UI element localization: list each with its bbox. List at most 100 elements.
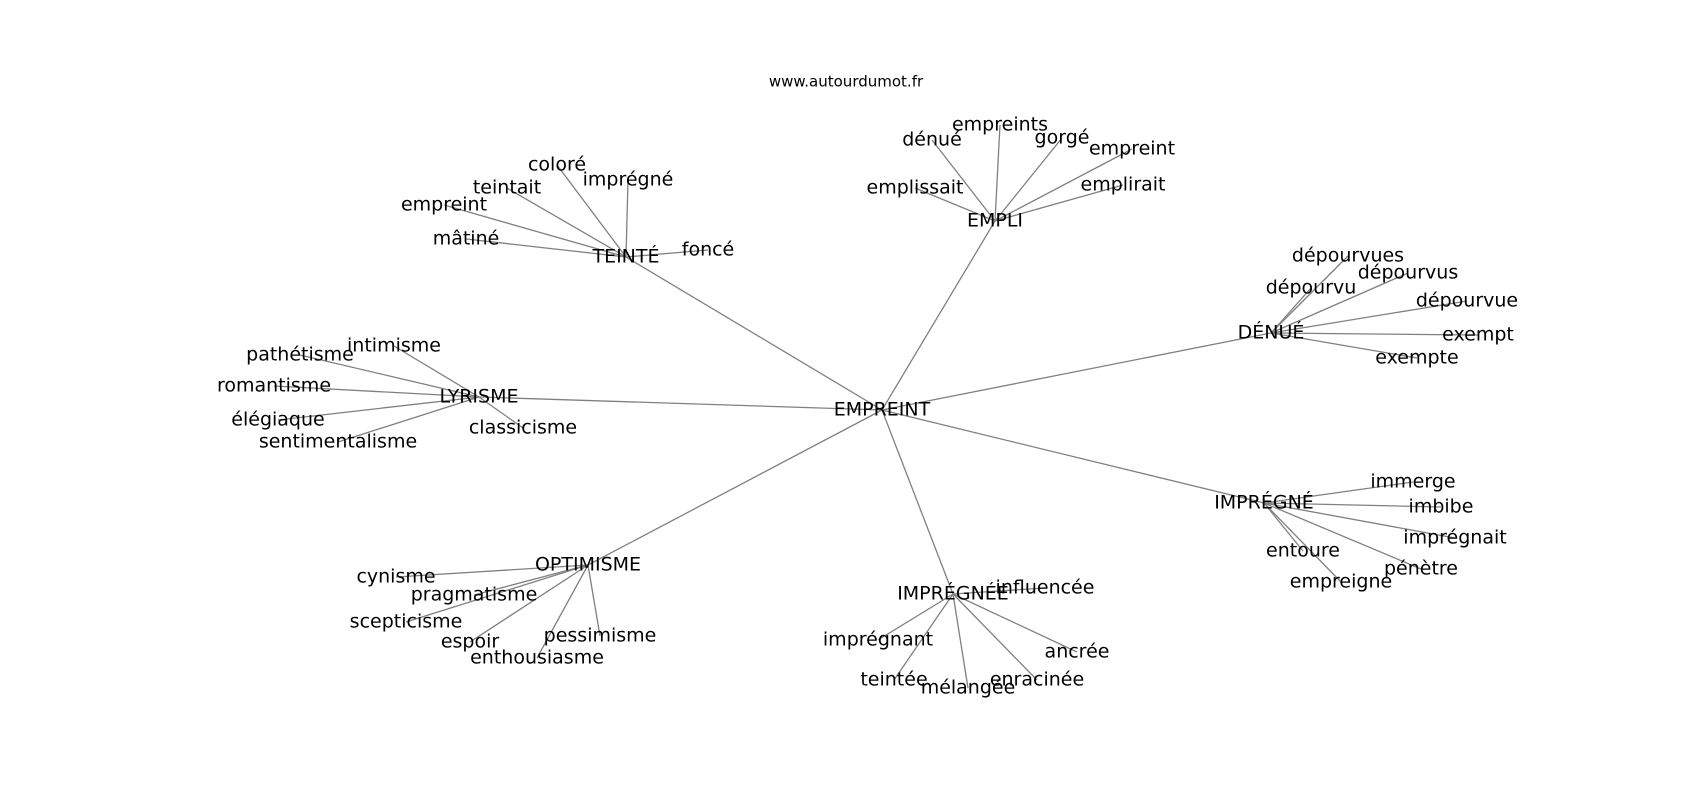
- leaf-word-label: pénètre: [1384, 558, 1458, 580]
- leaf-word-label: romantisme: [217, 375, 331, 397]
- leaf-word-label: élégiaque: [231, 409, 324, 431]
- hub-word-label: EMPLI: [967, 210, 1023, 232]
- edge-impregnee-leaf: [952, 593, 969, 689]
- leaf-word-label: classicisme: [469, 417, 577, 439]
- edge-impregnee-leaf: [952, 587, 1046, 595]
- edge-center-empli: [881, 220, 996, 411]
- edge-empli-leaf: [931, 139, 996, 222]
- edge-lyrisme-leaf: [299, 354, 480, 398]
- leaf-word-label: exempt: [1442, 324, 1514, 346]
- leaf-word-label: intimisme: [347, 335, 441, 357]
- leaf-word-label: teintée: [860, 669, 927, 691]
- edge-teinte-leaf: [625, 249, 709, 258]
- edge-teinte-leaf: [443, 204, 627, 258]
- leaf-word-label: dépourvus: [1358, 262, 1458, 284]
- leaf-word-label: immerge: [1370, 471, 1455, 493]
- edge-empli-leaf: [994, 124, 1001, 222]
- edge-denue-leaf: [1270, 287, 1312, 334]
- edge-center-denue: [881, 332, 1272, 411]
- hub-word-label: OPTIMISME: [535, 554, 641, 576]
- leaf-word-label: imprégnant: [823, 629, 933, 651]
- edge-denue-leaf: [1270, 300, 1468, 334]
- leaf-word-label: dépourvues: [1292, 245, 1404, 267]
- edge-impregne-leaf: [1263, 502, 1304, 552]
- edge-denue-leaf: [1270, 332, 1479, 336]
- leaf-word-label: ancrée: [1045, 641, 1110, 663]
- edge-empli-leaf: [914, 187, 996, 222]
- leaf-word-label: enracinée: [990, 669, 1084, 691]
- edge-center-impregne: [881, 409, 1265, 504]
- leaf-word-label: teintait: [473, 177, 541, 199]
- hub-word-label: LYRISME: [440, 386, 519, 408]
- center-word-label: EMPREINT: [834, 399, 931, 421]
- edge-impregnee-leaf: [893, 593, 954, 681]
- leaf-word-label: imbibe: [1409, 496, 1474, 518]
- edge-center-impregnee: [881, 409, 954, 595]
- leaf-word-label: enthousiasme: [470, 647, 604, 669]
- edge-teinte-leaf: [556, 164, 627, 258]
- edge-denue-leaf: [1270, 255, 1349, 334]
- edge-lyrisme-leaf: [277, 396, 480, 421]
- leaf-word-label: pathétisme: [246, 344, 354, 366]
- edge-impregnee-leaf: [952, 593, 1078, 653]
- hub-word-label: IMPRÉGNÉE: [897, 582, 1009, 605]
- edge-teinte-leaf: [506, 187, 627, 258]
- leaf-word-label: sentimentalisme: [259, 431, 417, 453]
- leaf-word-label: gorgé: [1035, 127, 1090, 149]
- leaf-word-label: dépourvue: [1416, 290, 1518, 312]
- edge-impregnee-leaf: [952, 593, 1038, 681]
- edge-teinte-leaf: [625, 179, 629, 258]
- edge-lyrisme-leaf: [337, 396, 480, 443]
- edge-impregne-leaf: [1263, 481, 1414, 504]
- edge-center-lyrisme: [478, 396, 883, 411]
- watermark: www.autourdumot.fr: [769, 73, 924, 91]
- leaf-word-label: dénué: [902, 129, 962, 151]
- edge-impregnee-leaf: [877, 593, 954, 641]
- edge-denue-leaf: [1270, 272, 1409, 334]
- edge-optimisme-leaf: [405, 564, 589, 623]
- hub-word-label: DÉNUÉ: [1238, 321, 1305, 344]
- edge-impregne-leaf: [1263, 502, 1342, 583]
- leaf-word-label: empreint: [401, 194, 487, 216]
- edge-teinte-leaf: [465, 238, 627, 258]
- edge-impregne-leaf: [1263, 502, 1442, 508]
- leaf-word-label: imprégnait: [1403, 527, 1506, 549]
- leaf-word-label: cynisme: [356, 566, 435, 588]
- edge-impregne-leaf: [1263, 502, 1456, 539]
- leaf-word-label: foncé: [682, 239, 735, 261]
- leaf-word-label: pessimisme: [544, 625, 657, 647]
- edge-center-optimisme: [587, 409, 883, 566]
- leaf-word-label: mélangée: [921, 677, 1016, 699]
- leaf-word-label: mâtiné: [433, 228, 500, 250]
- edge-empli-leaf: [994, 184, 1124, 222]
- edge-empli-leaf: [994, 137, 1063, 222]
- leaf-word-label: dépourvu: [1266, 277, 1357, 299]
- leaf-word-label: imprégné: [583, 169, 674, 191]
- leaf-word-label: pragmatisme: [411, 584, 538, 606]
- leaf-word-label: exempte: [1375, 347, 1458, 369]
- hub-word-label: IMPRÉGNÉ: [1214, 491, 1314, 514]
- leaf-word-label: empreigne: [1290, 571, 1392, 593]
- edge-center-teinte: [625, 256, 883, 411]
- edge-lyrisme-leaf: [393, 345, 480, 398]
- hub-word-label: TEINTÉ: [591, 245, 659, 268]
- leaf-word-label: coloré: [528, 154, 586, 176]
- leaf-word-label: espoir: [441, 631, 500, 653]
- edge-optimisme-leaf: [587, 564, 601, 637]
- leaf-word-label: empreint: [1089, 138, 1175, 160]
- leaf-word-label: emplissait: [867, 177, 964, 199]
- leaf-word-label: empreints: [952, 114, 1048, 136]
- edge-impregne-leaf: [1263, 502, 1422, 570]
- leaf-word-label: scepticisme: [350, 611, 463, 633]
- graph-edges: [273, 124, 1479, 689]
- edge-empli-leaf: [994, 148, 1133, 222]
- edge-optimisme-leaf: [469, 564, 589, 643]
- edge-optimisme-leaf: [536, 564, 589, 659]
- edge-denue-leaf: [1270, 332, 1418, 359]
- edge-optimisme-leaf: [395, 564, 589, 578]
- edge-lyrisme-leaf: [273, 385, 480, 398]
- leaf-word-label: emplirait: [1081, 174, 1166, 196]
- leaf-word-label: entoure: [1266, 540, 1340, 562]
